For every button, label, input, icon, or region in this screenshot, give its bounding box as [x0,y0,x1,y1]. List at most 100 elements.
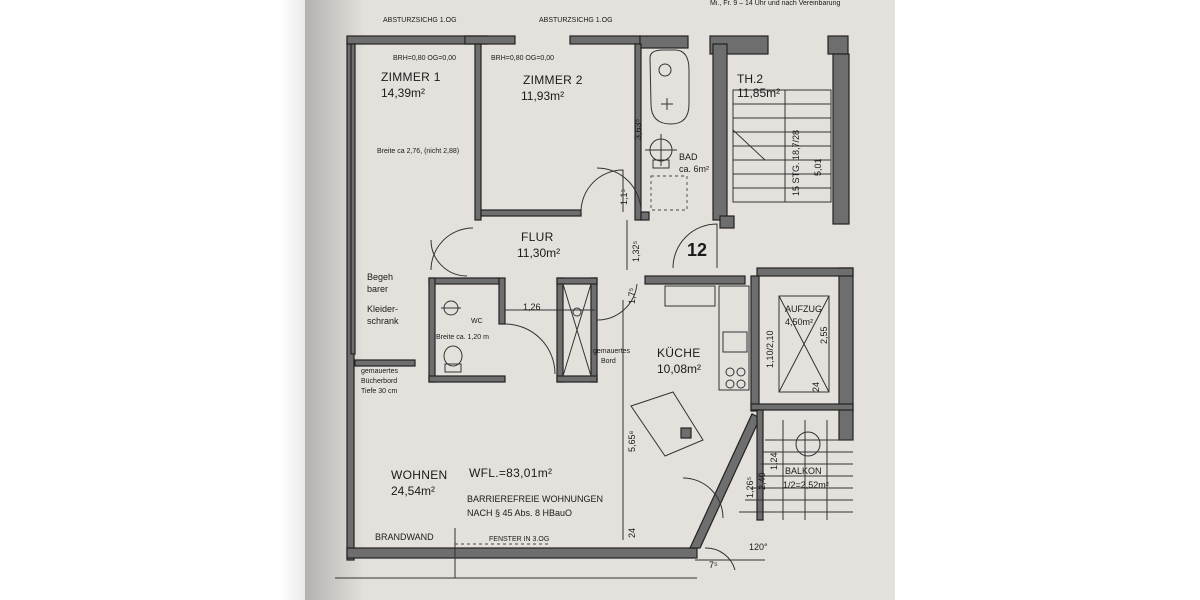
floor-plan-drawing [335,35,854,579]
buecherbord-line-3: Tiefe 30 cm [361,388,398,395]
wall-wc-bottom [428,375,506,383]
room-name-wohnen: WOHNEN [391,468,448,482]
barrierefrei-line-2: NACH § 45 Abs. 8 HBauO [467,508,573,518]
room-name-zimmer2: ZIMMER 2 [523,73,583,87]
door-arc-th2 [672,223,718,269]
shower-area [650,175,688,211]
dim-115: 1,1⁵ [619,188,629,205]
wall-bottom [346,547,698,559]
wall-z1-lower [350,43,356,355]
wall-wc-left [428,277,436,383]
room-area-th2: 11,85m² [737,86,781,100]
dim-24: 24 [627,527,637,538]
brh-label-1: BRH=0,80 OG=0,00 [393,55,457,62]
dim-126: 1,26 [523,302,541,312]
door-arc-flur-z2 [580,169,624,213]
dim-24b: 24 [811,381,821,392]
wall-top-bad [639,35,689,49]
dim-1265: 1,26⁵ [745,476,755,498]
barrierefrei-line-1: BARRIEREFREIE WOHNUNGEN [467,494,604,504]
dim-1102: 1,10/2,10 [765,330,775,368]
room-name-kueche: KÜCHE [657,346,701,360]
page-margin-right [895,0,1200,600]
room-area-wohnen: 24,54m² [391,484,436,498]
wall-shaft-right [590,277,598,383]
angle-label: 120° [749,542,768,552]
note-zimmer1: Breite ca 2,76, (nicht 2,88) [377,148,460,155]
wfl-total: WFL.=83,01m² [469,466,553,480]
door-arc-flur-left [430,227,474,271]
bathtub [649,49,690,125]
dim-565: 5,65⁸ [627,430,637,452]
balcony-hatching [739,420,853,520]
door-arc-wc [504,323,556,375]
room-name-bad: BAD [679,152,698,162]
room-area-balkon: 1/2=2,52m² [783,480,829,490]
wall-shaft-left [556,277,564,383]
absturz-label-2: ABSTURZSICHG 1.OG [539,17,613,24]
dim-363: 3,63⁵ [633,118,643,140]
wc-sink [441,300,461,316]
wall-aufzug-bottom [750,403,854,411]
wall-top-zimmer2 [464,35,516,45]
room-name-aufzug: AUFZUG [785,304,822,314]
wall-balkon-right [756,409,764,521]
dim-175: 1,7⁵ [627,287,637,304]
kleider-line-1: Begeh [367,272,394,282]
dim-75: 7⁵ [709,560,718,570]
wall-bad-bottom [640,211,650,221]
absturz-label-1: ABSTURZSICHG 1.OG [383,17,457,24]
page-margin-left [0,0,305,600]
kitchen-counter [664,285,750,391]
note-wc: Breite ca. 1,20 m [436,334,489,341]
kleider-line-2: barer [367,284,389,294]
room-name-balkon: BALKON [785,466,822,476]
shaft-circle [572,307,582,317]
room-area-aufzug: 4,50m² [785,317,814,327]
dim-501: 5,01 [813,158,823,176]
room-area-zimmer2: 11,93m² [521,89,565,103]
wall-z2-bad [634,43,642,221]
wall-aufzug-top [756,267,854,277]
wall-z2-bottom [480,209,582,217]
wall-kitchen-aufzug [750,275,760,412]
room-area-bad: ca. 6m² [679,164,710,174]
stairs [732,89,832,203]
apartment-number: 12 [687,240,708,260]
dim-240: 2,40 [757,472,767,490]
kleider-line-4: schrank [367,316,399,326]
angle-arc [704,547,736,571]
header-note: Mi., Fr. 9 – 14 Uhr und nach Vereinbarun… [710,0,841,7]
shaft-cross-2 [562,283,592,377]
door-arc-kitchen [596,283,638,321]
wall-shaft-top [556,277,598,285]
bath-toilet [645,134,677,169]
wall-bad-th2 [712,43,728,221]
brh-label-2: BRH=0,80 OG=0,00 [491,55,555,62]
room-area-zimmer1: 14,39m² [381,86,426,100]
wall-th2-bottom [719,215,735,229]
wc-toilet [443,345,463,373]
room-area-kueche: 10,08m² [657,362,702,376]
brandwand-label: BRANDWAND [375,532,434,542]
elevator-shaft [778,295,830,393]
wall-shaft-bottom [556,375,598,383]
room-name-th2: TH.2 [737,72,764,86]
wall-kleider [354,359,416,367]
kleider-line-3: Kleider- [367,304,399,314]
dim-255: 2,55 [819,326,829,344]
door-arc-bad [596,167,642,213]
wall-kitchen-top [644,275,746,285]
wall-z1-z2 [474,43,482,221]
door-arc-balkon [682,477,724,519]
wall-wc-top [428,277,500,285]
wall-right-th2 [832,53,850,225]
fenster-label: FENSTER IN 3.OG [489,536,550,543]
dim-stairs: 15 STG. 18,7/28 [791,129,801,196]
dining-table [630,391,704,457]
room-name-flur: FLUR [521,230,554,244]
bord-line-1: gemauertes [593,348,630,355]
door-arc-zimmer1 [430,239,468,277]
dim-1325: 1,32⁵ [631,240,641,262]
room-name-zimmer1: ZIMMER 1 [381,70,441,84]
